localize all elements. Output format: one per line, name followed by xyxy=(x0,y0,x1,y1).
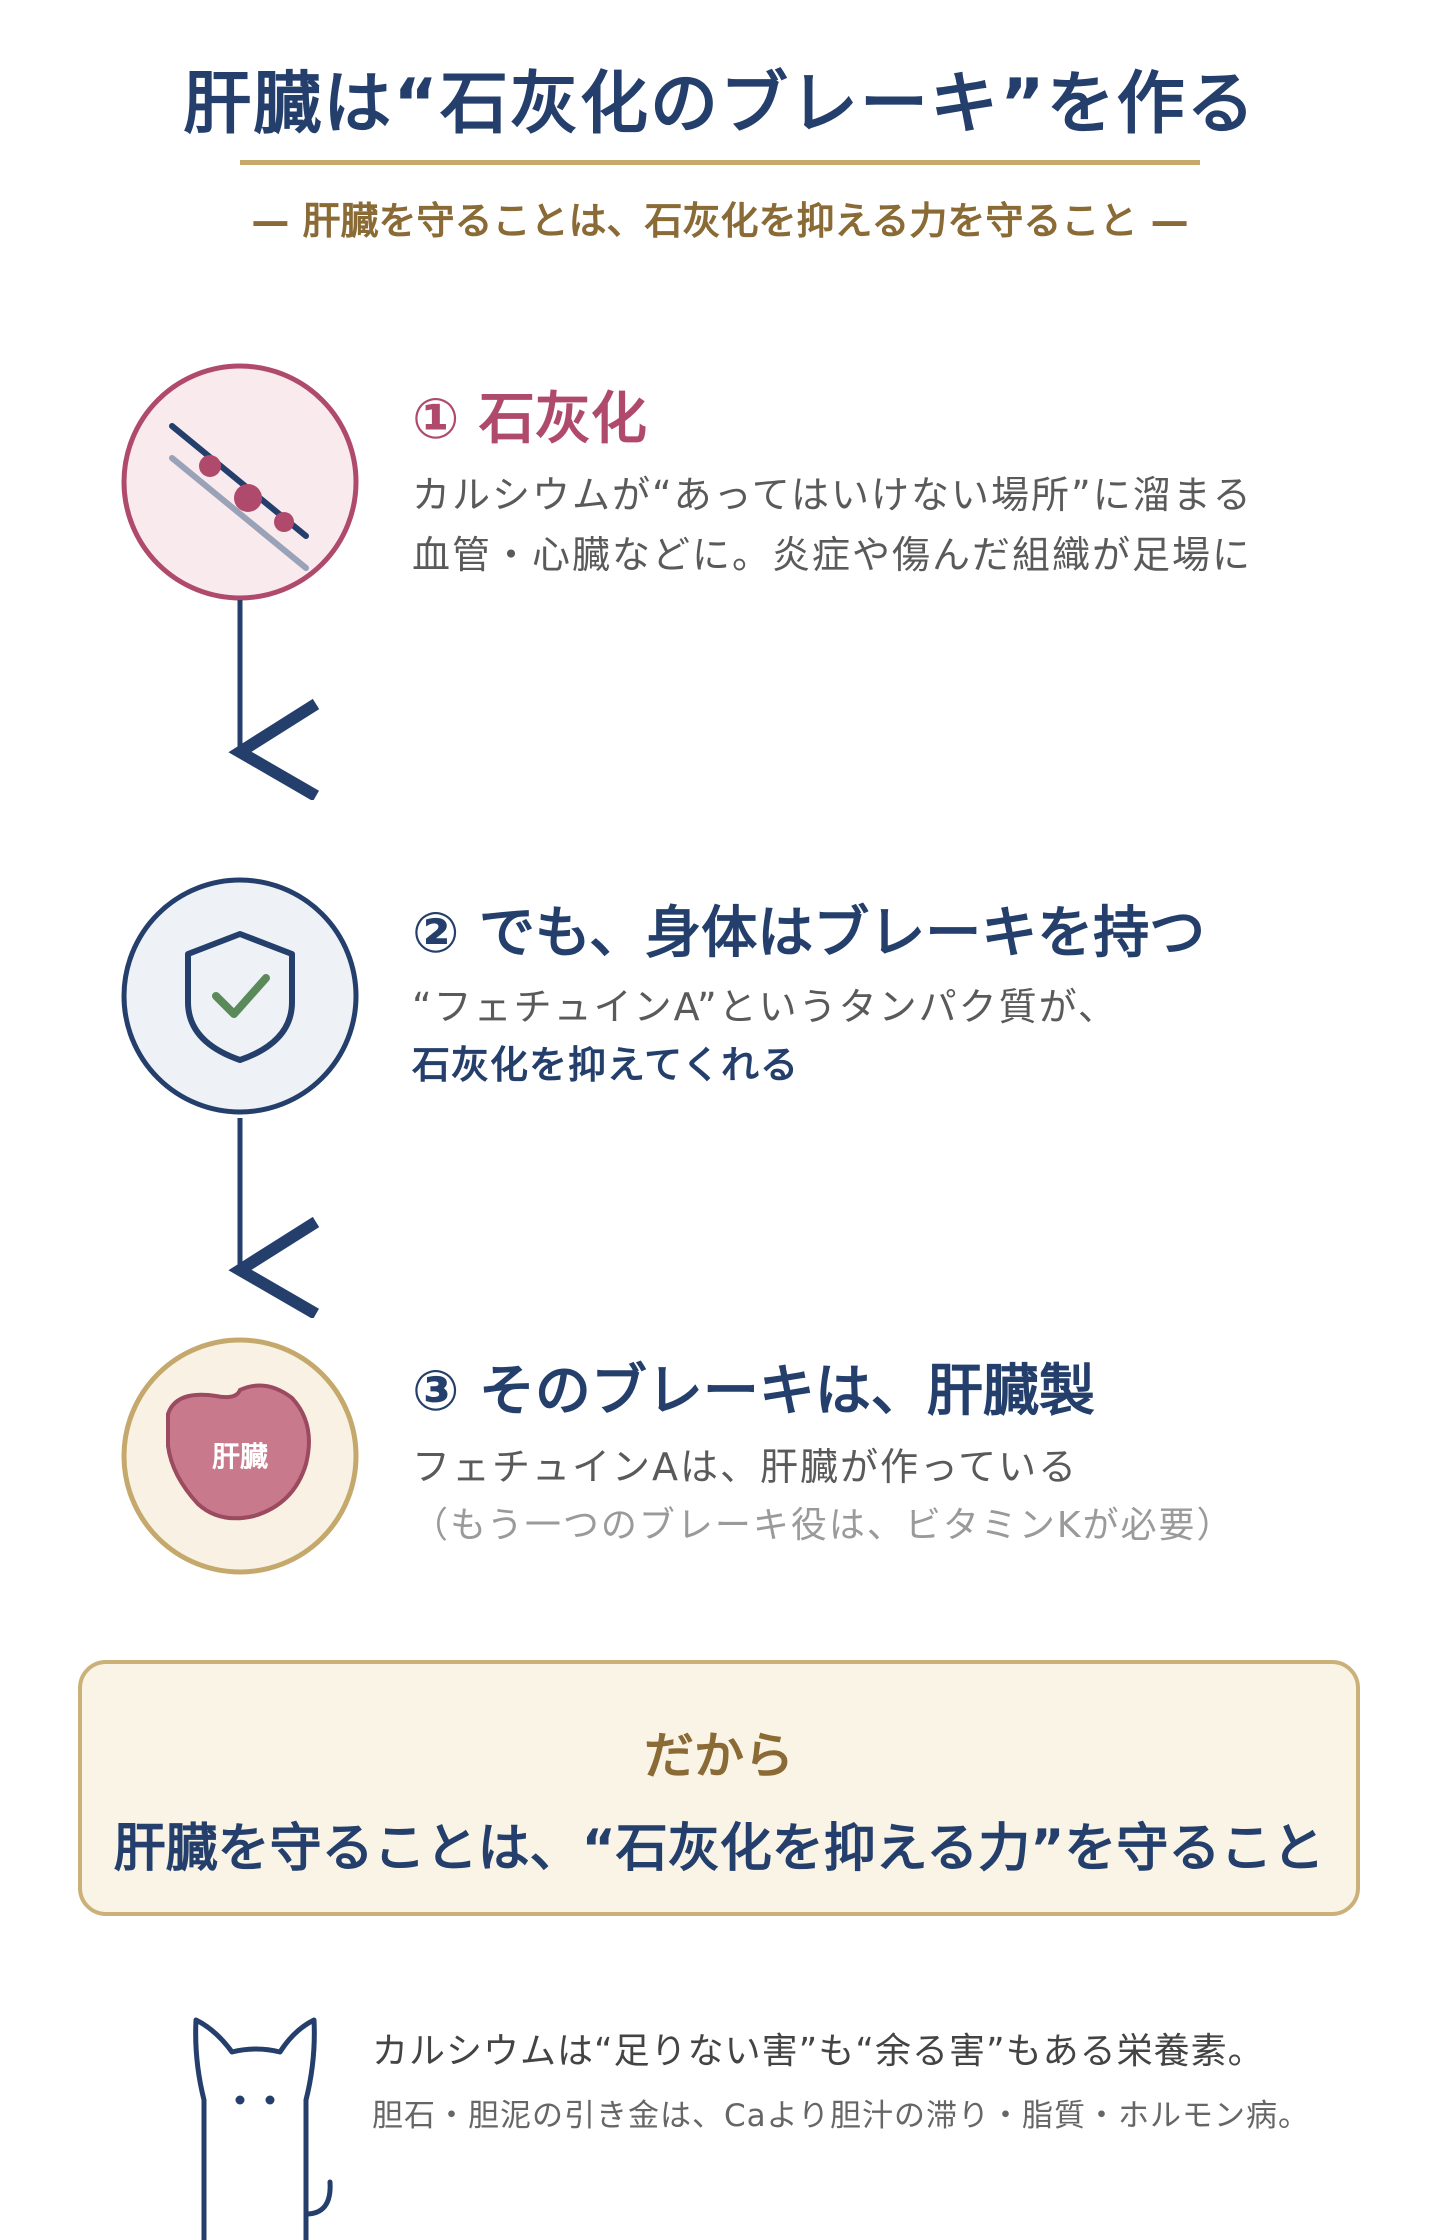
connector-arrow-2 xyxy=(228,1118,320,1318)
step-1-heading: ① 石灰化 xyxy=(412,387,647,452)
title-divider xyxy=(240,160,1200,165)
calcified-vessel-icon xyxy=(121,363,359,601)
note-main: カルシウムは“足りない害”も“余る害”もある栄養素。 xyxy=(372,2031,1265,2072)
step-3-heading: ③ そのブレーキは、肝臓製 xyxy=(412,1359,1095,1424)
liver-icon: 肝臓 xyxy=(121,1337,359,1575)
page-subtitle: — 肝臓を守ることは、石灰化を抑える力を守ること — xyxy=(251,199,1189,243)
cat-mascot-icon xyxy=(193,2017,333,2240)
step-1-text-line-2: 血管・心臓などに。炎症や傷んだ組織が足場に xyxy=(412,533,1253,577)
step-1-text-line-1: カルシウムが“あってはいけない場所”に溜まる xyxy=(412,473,1253,517)
conclusion-box: だから 肝臓を守ることは、“石灰化を抑える力”を守ること xyxy=(78,1660,1360,1916)
note-sub: 胆石・胆泥の引き金は、Caより胆汁の滞り・脂質・ホルモン病。 xyxy=(372,2098,1311,2134)
step-2-text-line-1: “フェチュインA”というタンパク質が、 xyxy=(412,985,1118,1029)
conclusion-main: 肝臓を守ることは、“石灰化を抑える力”を守ること xyxy=(113,1819,1325,1879)
shield-check-icon xyxy=(121,877,359,1115)
conclusion-lead: だから xyxy=(644,1727,794,1785)
step-3-text-line-2: （もう一つのブレーキ役は、ビタミンKが必要） xyxy=(412,1505,1235,1546)
step-2-text-line-2: 石灰化を抑えてくれる xyxy=(412,1043,799,1087)
step-2-heading: ② でも、身体はブレーキを持つ xyxy=(412,901,1206,966)
connector-arrow-1 xyxy=(228,600,320,800)
step-3-text-line-1: フェチュインAは、肝臓が作っている xyxy=(412,1445,1079,1489)
page-title: 肝臓は“石灰化のブレーキ”を作る xyxy=(183,65,1257,144)
liver-icon-label: 肝臓 xyxy=(212,1440,268,1473)
